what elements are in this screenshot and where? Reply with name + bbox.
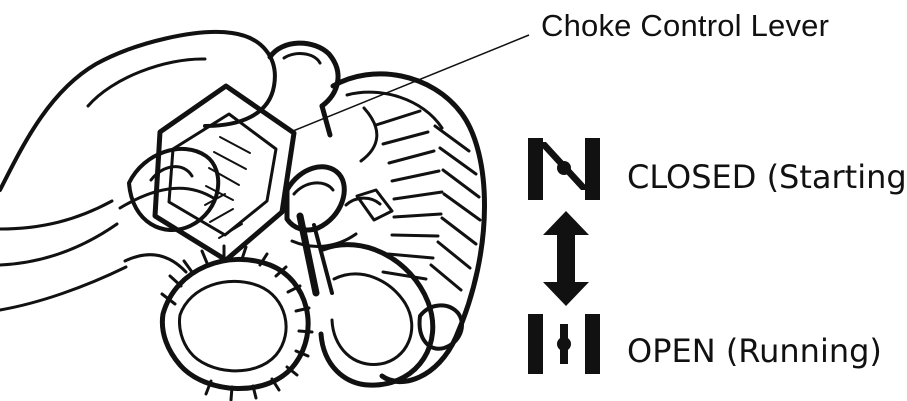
choke-closed-icon	[528, 138, 600, 200]
open-running-label: OPEN (Running)	[627, 332, 882, 370]
engine-illustration	[0, 0, 520, 401]
choke-control-lever-label: Choke Control Lever	[541, 8, 829, 44]
choke-position-symbols	[528, 138, 628, 378]
closed-starting-label: CLOSED (Starting)	[627, 158, 907, 196]
choke-open-icon	[528, 314, 600, 374]
double-arrow-icon	[543, 211, 589, 306]
